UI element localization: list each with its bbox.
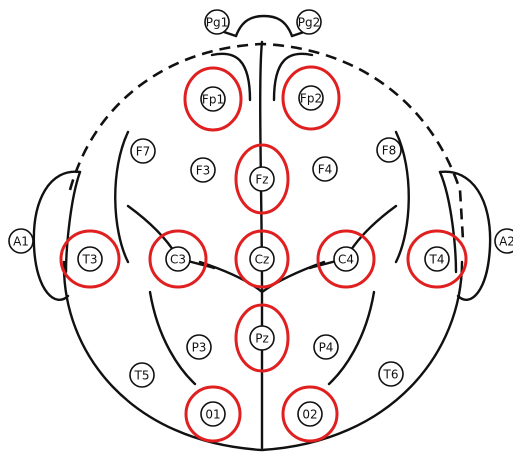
electrode-label: P3 xyxy=(192,341,207,355)
electrode-p4: P4 xyxy=(314,335,338,359)
electrode-label: C4 xyxy=(338,253,354,267)
nose xyxy=(236,16,292,36)
electrode-f4: F4 xyxy=(313,157,337,181)
crown-dashed-arc xyxy=(70,44,463,240)
electrode-label: C3 xyxy=(170,253,186,267)
electrode-c4: C4 xyxy=(334,247,358,271)
electrode-fz: Fz xyxy=(250,167,274,191)
electrode-pz: Pz xyxy=(250,326,274,350)
electrode-label: T6 xyxy=(383,368,399,382)
electrode-label: A1 xyxy=(13,235,29,249)
electrode-t5: T5 xyxy=(130,363,154,387)
electrode-fp2: Fp2 xyxy=(299,86,323,110)
electrode-label: F8 xyxy=(382,144,397,158)
electrode-label: F3 xyxy=(196,164,211,178)
electrode-o2: 02 xyxy=(298,402,322,426)
electrode-f3: F3 xyxy=(191,158,215,182)
electrode-label: 02 xyxy=(302,408,317,422)
electrode-pg1: Pg1 xyxy=(205,10,229,34)
electrode-f8: F8 xyxy=(377,138,401,162)
electrode-label: F7 xyxy=(136,145,151,159)
right-ear xyxy=(440,172,490,300)
electrode-label: 01 xyxy=(205,408,220,422)
electrode-label: Cz xyxy=(255,253,270,267)
electrode-label: Pg2 xyxy=(298,16,321,30)
electrode-label: T5 xyxy=(134,369,150,383)
electrode-label: Fz xyxy=(255,173,268,187)
electrode-fp1: Fp1 xyxy=(201,87,225,111)
electrode-t4: T4 xyxy=(425,247,449,271)
left-temporal-line xyxy=(115,132,128,262)
electrode-cz: Cz xyxy=(250,247,274,271)
electrode-label: T3 xyxy=(82,253,98,267)
electrode-label: A2 xyxy=(499,235,513,249)
electrode-label: Pz xyxy=(255,332,269,346)
electrode-label: Fp2 xyxy=(300,92,322,106)
electrode-c3: C3 xyxy=(166,247,190,271)
electrode-a1: A1 xyxy=(9,229,33,253)
electrode-t6: T6 xyxy=(379,362,403,386)
electrode-a2: A2 xyxy=(495,229,513,253)
nose-left-link xyxy=(224,32,236,36)
electrode-pg2: Pg2 xyxy=(297,10,321,34)
electrode-label: Fp1 xyxy=(202,93,224,107)
electrode-label: P4 xyxy=(319,341,334,355)
electrode-label: Pg1 xyxy=(206,16,229,30)
electrode-p3: P3 xyxy=(187,335,211,359)
electrode-label: F4 xyxy=(318,163,333,177)
electrode-f7: F7 xyxy=(131,139,155,163)
left-lower-band xyxy=(150,292,195,384)
electrode-label: T4 xyxy=(429,253,445,267)
right-lower-band xyxy=(329,292,374,384)
electrode-o1: 01 xyxy=(201,402,225,426)
electrode-t3: T3 xyxy=(78,247,102,271)
